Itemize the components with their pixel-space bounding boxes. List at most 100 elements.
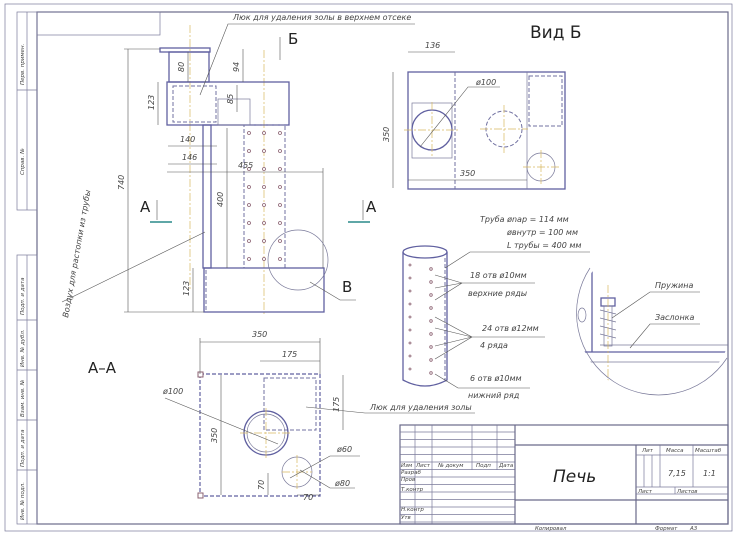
pipe-hole — [408, 354, 412, 358]
drawing-frame — [4, 3, 733, 532]
tb-mass: 7,15 — [668, 469, 686, 478]
left-stamp-strip: Перв. примен. Справ. № Подп. и дата Инв.… — [16, 11, 38, 525]
note-air-intake: Воздух для растопки из трубы — [61, 189, 92, 318]
perforation-hole — [247, 221, 251, 225]
strip-label: Перв. примен. — [20, 43, 26, 85]
dim-dia100: ø100 — [475, 78, 496, 87]
holes-middle-desc: 4 ряда — [480, 341, 508, 350]
pipe-hole — [408, 263, 412, 267]
holes-lower-desc: нижний ряд — [468, 391, 520, 400]
pipe-hole — [408, 328, 412, 332]
dim-740: 740 — [117, 175, 126, 190]
perforation-hole — [247, 239, 251, 243]
holes-upper-desc: верхние ряды — [468, 289, 527, 298]
view-b-title: Вид Б — [530, 23, 582, 43]
pipe-hole — [408, 367, 412, 371]
pipe-hole — [408, 315, 412, 319]
aa-dim-175-v: 175 — [332, 397, 341, 412]
tb-header-izm: Изм — [401, 463, 412, 469]
title-block: Изм Лист № докум Подп Дата Разраб Пров Т… — [399, 424, 729, 532]
perforation-hole — [278, 239, 282, 243]
perforation-hole — [278, 257, 282, 261]
perforated-pipe: Труба ønар = 114 мм øвнутр = 100 мм L тр… — [402, 215, 590, 400]
strip-label: Инв. № дубл. — [20, 329, 26, 367]
dim-123-bottom: 123 — [182, 281, 191, 296]
holes-middle-count: 24 отв ø12мм — [482, 324, 539, 333]
perforation-hole — [247, 203, 251, 207]
front-view: 740 80 94 123 85 140 146 455 400 123 А А… — [61, 13, 415, 318]
tb-scale-label: Масштаб — [695, 448, 722, 454]
label-damper: Заслонка — [655, 313, 695, 322]
perforation-hole — [262, 185, 266, 189]
tb-format-value: А3 — [689, 526, 698, 532]
pipe-hole — [429, 332, 433, 336]
perforation-hole — [278, 185, 282, 189]
perforation-hole — [262, 167, 266, 171]
pipe-hole — [408, 289, 412, 293]
detail-mark: В — [342, 278, 352, 296]
perforation-hole — [247, 257, 251, 261]
tb-format-label: Формат — [655, 526, 678, 532]
section-aa-title: А–А — [88, 359, 117, 377]
pipe-hole — [429, 267, 433, 271]
perforation-hole — [262, 203, 266, 207]
dim-136: 136 — [425, 41, 440, 50]
pipe-hole — [429, 280, 433, 284]
perforation-hole — [262, 149, 266, 153]
detail-b: Пружина Заслонка — [576, 265, 730, 396]
pipe-hole — [408, 341, 412, 345]
pipe-spec-length: L трубы = 400 мм — [507, 241, 581, 250]
holes-upper-count: 18 отв ø10мм — [470, 271, 527, 280]
perforation-hole — [278, 149, 282, 153]
strip-label: Подп. и дата — [20, 429, 26, 467]
strip-label: Справ. № — [20, 148, 26, 175]
aa-dim-70-h: 70 — [303, 493, 313, 502]
perforation-hole — [278, 221, 282, 225]
aa-dim-175-h: 175 — [282, 350, 297, 359]
label-spring: Пружина — [655, 281, 693, 290]
pipe-hole — [429, 306, 433, 310]
pipe-spec-inner: øвнутр = 100 мм — [506, 228, 578, 237]
section-mark-a-right: А — [366, 198, 377, 216]
dim-400: 400 — [216, 192, 225, 207]
dim-146: 146 — [182, 153, 197, 162]
aa-dim-70-v: 70 — [257, 480, 266, 490]
aa-dim-350-v: 350 — [210, 428, 219, 443]
view-b: Вид Б 136 350 350 ø100 — [382, 23, 582, 190]
perforation-hole — [278, 203, 282, 207]
perforation-hole — [262, 239, 266, 243]
pipe-hole — [408, 276, 412, 280]
strip-label: Инв. № подл. — [20, 482, 26, 520]
pipe-hole — [429, 358, 433, 362]
tb-lit: Лит — [641, 448, 654, 454]
tb-sheets: Листов — [676, 489, 698, 495]
section-aa: А–А 350 175 175 350 70 70 ø100 ø60 ø80 Л… — [88, 330, 475, 502]
dim-350-horizontal: 350 — [460, 169, 475, 178]
perforation-holes — [247, 131, 282, 261]
tb-row-label: Разраб — [401, 470, 421, 476]
holes-lower-count: 6 отв ø10мм — [470, 374, 522, 383]
dim-94: 94 — [232, 62, 241, 72]
dim-85: 85 — [226, 94, 235, 104]
aa-note-ash-door: Люк для удаления золы — [369, 403, 472, 412]
tb-row-label: Утв — [401, 515, 411, 521]
view-mark-b: Б — [288, 30, 298, 48]
tb-copied: Копировал — [535, 526, 567, 532]
dim-123-top: 123 — [147, 95, 156, 110]
perforation-hole — [278, 167, 282, 171]
pipe-holes — [408, 263, 433, 375]
note-upper-ash-door: Люк для удаления золы в верхнем отсеке — [232, 13, 411, 22]
tb-row-label: Т.контр — [401, 487, 424, 493]
pipe-hole — [429, 319, 433, 323]
dim-455: 455 — [238, 161, 253, 170]
perforation-hole — [247, 131, 251, 135]
aa-dim-350-h: 350 — [252, 330, 267, 339]
section-mark-a-left: А — [140, 198, 151, 216]
tb-header-date: Дата — [498, 463, 514, 469]
perforation-hole — [262, 221, 266, 225]
perforation-hole — [262, 131, 266, 135]
aa-dim-dia100: ø100 — [162, 387, 183, 396]
pipe-spec-outer: Труба ønар = 114 мм — [480, 215, 569, 224]
strip-label: Подп. и дата — [20, 277, 26, 315]
pipe-hole — [429, 293, 433, 297]
